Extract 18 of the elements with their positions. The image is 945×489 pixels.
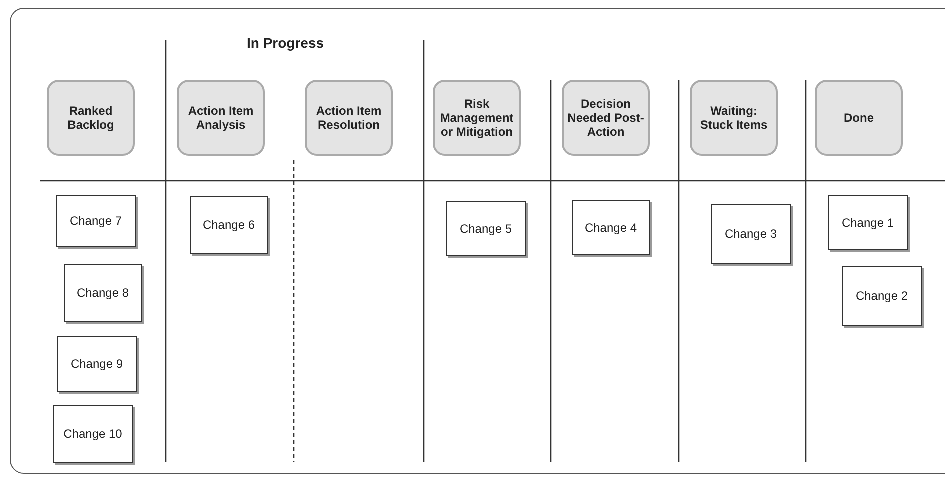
group-heading: In Progress [247,35,324,51]
column-header: Waiting: Stuck Items [690,80,778,156]
sticky-note: Change 3 [711,204,791,264]
sticky-note: Change 1 [828,195,908,250]
sticky-note: Change 10 [53,405,133,463]
column-header: Decision Needed Post-Action [562,80,650,156]
sticky-note: Change 6 [190,196,268,254]
column-header: Ranked Backlog [47,80,135,156]
column-header: Done [815,80,903,156]
column-header: Risk Management or Mitigation [433,80,521,156]
sticky-note: Change 4 [572,200,650,255]
sticky-note: Change 8 [64,264,142,322]
sticky-note: Change 2 [842,266,922,326]
sticky-note: Change 5 [446,201,526,256]
sticky-note: Change 9 [57,336,137,392]
column-header: Action Item Resolution [305,80,393,156]
column-header: Action Item Analysis [177,80,265,156]
sticky-note: Change 7 [56,195,136,247]
